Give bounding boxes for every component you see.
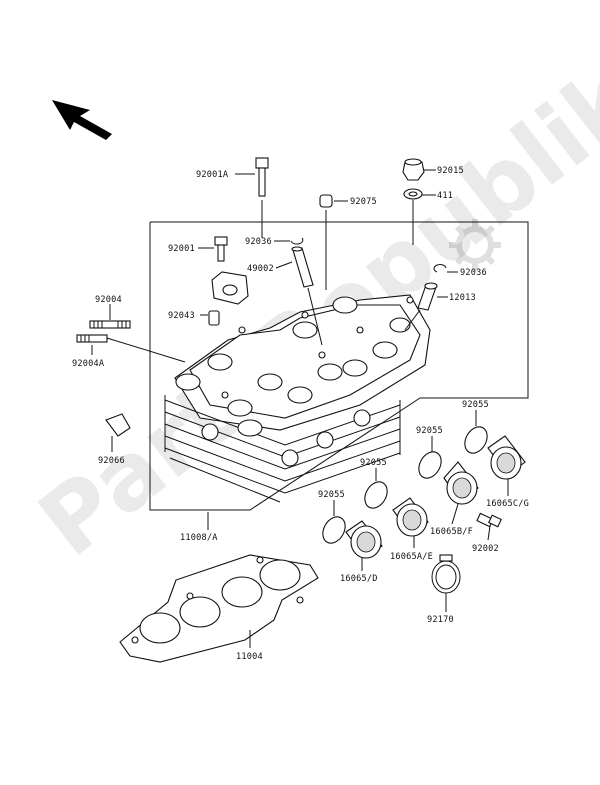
part-nut-92015 — [402, 158, 425, 181]
part-clamp-92170 — [431, 554, 461, 594]
part-holder-16065CG — [487, 435, 526, 480]
part-oring-92055-d — [322, 516, 346, 544]
part-tube-49002 — [291, 246, 323, 346]
part-holder-16065AE — [392, 497, 429, 537]
label-92066: 92066 — [98, 456, 125, 466]
label-11008A: 11008/A — [180, 533, 218, 543]
part-cap-92075 — [319, 194, 333, 290]
part-stud-92004A — [76, 334, 186, 363]
part-bolt-92001A — [255, 157, 269, 238]
label-92055-d: 92055 — [318, 490, 345, 500]
part-clip-92036-b — [433, 264, 447, 273]
part-clamp-92066 — [105, 413, 131, 437]
label-16065AE: 16065A/E — [390, 552, 433, 562]
part-stud-92004 — [89, 320, 131, 329]
label-49002: 49002 — [247, 264, 274, 274]
label-92004: 92004 — [95, 295, 122, 305]
part-washer-411 — [403, 188, 423, 245]
label-92036-a: 92036 — [245, 237, 272, 247]
leader-lines — [91, 169, 509, 648]
label-92055-c: 92055 — [360, 458, 387, 468]
label-92055-a: 92055 — [462, 400, 489, 410]
label-92043: 92043 — [168, 311, 195, 321]
cam-bearing-bosses — [175, 296, 411, 437]
deck-bolt-holes — [221, 296, 414, 399]
part-labels: 92001A 92015 92075 411 92036 92001 92036… — [72, 166, 529, 662]
exhaust-ports — [201, 409, 371, 467]
part-oring-92055-a — [464, 426, 488, 454]
label-92170: 92170 — [427, 615, 454, 625]
part-oring-92055-c — [364, 481, 388, 509]
label-11004: 11004 — [236, 652, 263, 662]
part-clip-92036-a — [290, 237, 304, 245]
label-92075: 92075 — [350, 197, 377, 207]
label-92015: 92015 — [437, 166, 464, 176]
cylinder-head-body — [164, 294, 431, 503]
part-guide-12013 — [404, 282, 438, 331]
front-direction-arrow-icon — [52, 100, 112, 140]
label-92004A: 92004A — [72, 359, 105, 369]
part-cam-cap — [211, 271, 249, 305]
label-92055-b: 92055 — [416, 426, 443, 436]
part-oring-92055-b — [418, 451, 442, 479]
part-bolt-92002 — [476, 512, 502, 528]
label-16065D: 16065/D — [340, 574, 378, 584]
part-bolt-92001 — [214, 236, 228, 262]
label-92002: 92002 — [472, 544, 499, 554]
gear-icon — [449, 219, 501, 271]
label-16065CG: 16065C/G — [486, 499, 529, 509]
cooling-fins — [164, 395, 401, 503]
part-dowel-92043 — [208, 310, 220, 326]
part-gasket-11004 — [119, 554, 319, 663]
label-92001: 92001 — [168, 244, 195, 254]
label-92001A: 92001A — [196, 170, 229, 180]
part-holder-16065D — [345, 520, 383, 559]
label-411: 411 — [437, 191, 453, 201]
label-92036-b: 92036 — [460, 268, 487, 278]
assembly-frame — [149, 221, 529, 511]
label-12013: 12013 — [449, 293, 476, 303]
label-16065BF: 16065B/F — [430, 527, 473, 537]
part-holder-16065BF — [443, 461, 479, 505]
